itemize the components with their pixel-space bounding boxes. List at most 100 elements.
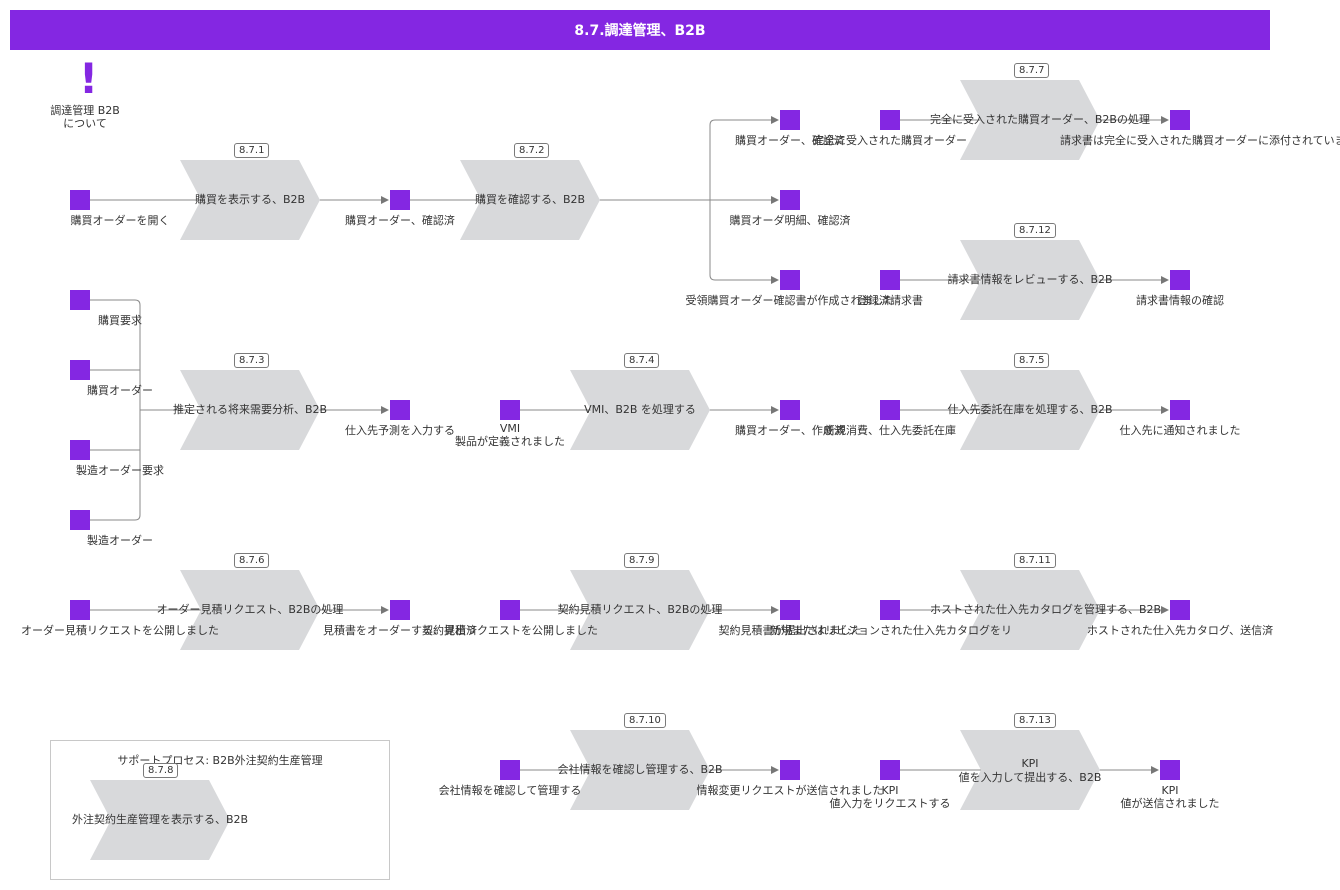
process-label[interactable]: 仕入先委託在庫を処理する、B2B [947, 403, 1113, 416]
event-label: 請求書は完全に受入された購買オーダーに添付されています [1060, 134, 1340, 147]
event-marker[interactable] [780, 400, 800, 420]
support-process-box [50, 740, 390, 880]
event-label: 購買オーダー [87, 384, 153, 397]
process-shape[interactable] [960, 80, 1100, 160]
event-label: 仕入先予測を入力する [345, 424, 455, 437]
event-label: VMI 製品が定義されました [455, 422, 565, 448]
event-marker[interactable] [390, 600, 410, 620]
event-label: ホストされた仕入先カタログ、送信済 [1086, 624, 1274, 637]
event-marker[interactable] [500, 600, 520, 620]
process-id: 8.7.5 [1014, 353, 1050, 368]
event-label: 新規またはリビジョンされた仕入先カタログをリ [770, 624, 1012, 637]
event-marker[interactable] [780, 760, 800, 780]
process-id: 8.7.2 [514, 143, 550, 158]
process-label[interactable]: KPI 値を入力して提出する、B2B [958, 757, 1102, 784]
process-label[interactable]: 推定される将来需要分析、B2B [172, 403, 328, 416]
process-shape[interactable] [180, 370, 320, 450]
process-shape[interactable] [960, 570, 1100, 650]
process-shape[interactable] [180, 160, 320, 240]
event-label: 購買オーダー、作成済 [735, 424, 845, 437]
process-shape[interactable] [570, 570, 710, 650]
process-label[interactable]: 購買を表示する、B2B [194, 193, 306, 206]
process-label[interactable]: 完全に受入された購買オーダー、B2Bの処理 [930, 113, 1150, 126]
about-label[interactable]: 調達管理 B2B について [50, 104, 120, 130]
process-shape[interactable] [570, 370, 710, 450]
event-label: 受領購買オーダー確認書が作成されました [685, 294, 895, 307]
event-marker[interactable] [1170, 270, 1190, 290]
connector [90, 299, 141, 521]
event-marker[interactable] [880, 270, 900, 290]
event-label: 製造オーダー要求 [76, 464, 164, 477]
event-marker[interactable] [70, 510, 90, 530]
event-label: 契約見積書が提出されました [718, 624, 862, 637]
event-marker[interactable] [880, 400, 900, 420]
event-label: 購買オーダー、確認済 [735, 134, 845, 147]
event-marker[interactable] [1170, 400, 1190, 420]
event-marker[interactable] [390, 190, 410, 210]
process-id: 8.7.1 [234, 143, 270, 158]
event-label: 会社情報を確認して管理する [438, 784, 582, 797]
process-label[interactable]: 購買を確認する、B2B [474, 193, 586, 206]
process-label[interactable]: ホストされた仕入先カタログを管理する、B2B [930, 603, 1162, 616]
page-title: 8.7.調達管理、B2B [10, 10, 1270, 50]
event-label: KPI 値入力をリクエストする [829, 784, 951, 810]
event-marker[interactable] [1170, 110, 1190, 130]
event-label: 見積書をオーダーする、提出済 [323, 624, 477, 637]
event-label: KPI 値が送信されました [1120, 784, 1220, 810]
process-shape[interactable] [960, 240, 1100, 320]
event-label: 請求書情報の確認 [1136, 294, 1224, 307]
event-label: オーダー見積リクエストを公開しました [21, 624, 219, 637]
process-id: 8.7.8 [143, 763, 179, 778]
event-marker[interactable] [1160, 760, 1180, 780]
process-id: 8.7.6 [234, 553, 270, 568]
process-id: 8.7.11 [1014, 553, 1056, 568]
event-marker[interactable] [780, 270, 800, 290]
event-label: 仕入先に通知されました [1119, 424, 1241, 437]
process-id: 8.7.12 [1014, 223, 1056, 238]
event-label: 新規消費、仕入先委託在庫 [824, 424, 956, 437]
event-marker[interactable] [500, 400, 520, 420]
event-marker[interactable] [70, 440, 90, 460]
event-marker[interactable] [780, 110, 800, 130]
support-process-title: サポートプロセス: B2B外注契約生産管理 [117, 754, 323, 767]
process-shape[interactable] [960, 370, 1100, 450]
event-marker[interactable] [70, 600, 90, 620]
process-label[interactable]: 契約見積リクエスト、B2Bの処理 [557, 603, 723, 616]
event-label: 契約見積リクエストを公開しました [422, 624, 598, 637]
process-id: 8.7.10 [624, 713, 666, 728]
process-shape[interactable] [960, 730, 1100, 810]
connector [709, 200, 779, 284]
event-marker[interactable] [880, 760, 900, 780]
process-shape[interactable] [180, 570, 320, 650]
event-marker[interactable] [880, 600, 900, 620]
process-label[interactable]: 会社情報を確認し管理する、B2B [557, 763, 723, 776]
process-shape[interactable] [460, 160, 600, 240]
event-label: 購買オーダーを開く [70, 214, 170, 227]
event-marker[interactable] [70, 360, 90, 380]
event-marker[interactable] [880, 110, 900, 130]
event-marker[interactable] [780, 190, 800, 210]
event-marker[interactable] [500, 760, 520, 780]
event-marker[interactable] [70, 190, 90, 210]
event-label: 購買オーダー、確認済 [345, 214, 455, 227]
process-label[interactable]: オーダー見積リクエスト、B2Bの処理 [156, 603, 344, 616]
process-id: 8.7.13 [1014, 713, 1056, 728]
event-marker[interactable] [70, 290, 90, 310]
process-id: 8.7.4 [624, 353, 660, 368]
event-marker[interactable] [1170, 600, 1190, 620]
event-label: 購買オーダ明細、確認済 [729, 214, 851, 227]
process-label[interactable]: 請求書情報をレビューする、B2B [947, 273, 1113, 286]
event-marker[interactable] [780, 600, 800, 620]
process-label[interactable]: 外注契約生産管理を表示する、B2B [71, 813, 249, 826]
info-exclamation-icon[interactable]: ! [79, 54, 99, 103]
connector [709, 116, 779, 200]
event-label: 情報変更リクエストが送信されました [696, 784, 884, 797]
process-label[interactable]: VMI、B2B を処理する [584, 403, 696, 416]
process-shape[interactable] [90, 780, 230, 860]
process-shape[interactable] [570, 730, 710, 810]
process-id: 8.7.3 [234, 353, 270, 368]
process-id: 8.7.9 [624, 553, 660, 568]
event-label: 製造オーダー [87, 534, 153, 547]
event-label: 登録済請求書 [857, 294, 923, 307]
event-marker[interactable] [390, 400, 410, 420]
